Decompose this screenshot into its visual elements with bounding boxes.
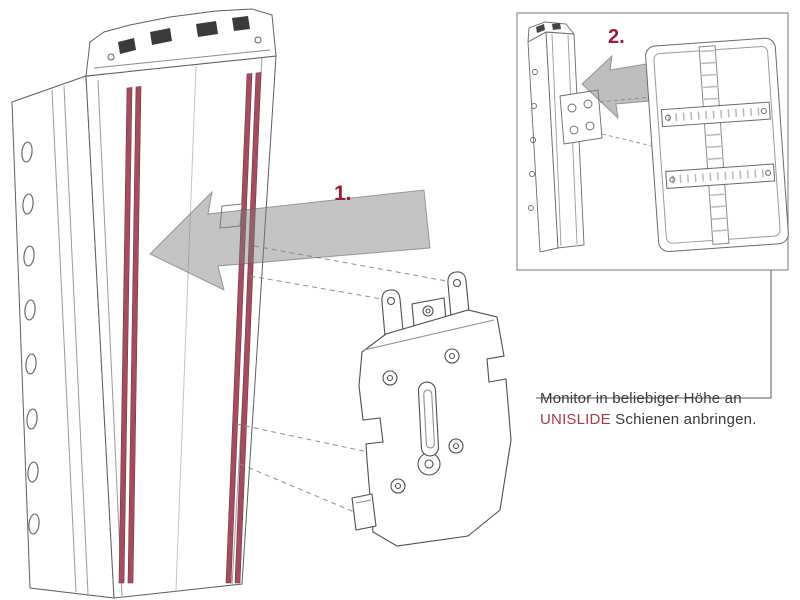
- unislide-rail-stripes: [118, 72, 262, 584]
- caption-brand: UNISLIDE: [540, 411, 611, 428]
- plate-right-hook: [447, 271, 470, 317]
- caption-line1: Monitor in beliebiger Höhe an: [540, 390, 742, 407]
- column-slot-holes: [21, 141, 40, 535]
- mounting-plate-illustration: [351, 271, 512, 547]
- caption-line2: Schienen anbringen.: [610, 411, 757, 428]
- rail-slot-notch: [219, 203, 243, 229]
- column-top-section: [85, 8, 277, 77]
- monitor-lower-bar: [665, 163, 776, 189]
- main-rail-column-illustration: [11, 8, 277, 599]
- plate-left-hook: [381, 289, 404, 337]
- inset-bracket-illustration: [559, 89, 603, 145]
- plate-screw-holes: [382, 348, 464, 494]
- plate-keyhole-slot: [417, 381, 441, 476]
- caption-text: Monitor in beliebiger Höhe an UNISLIDE S…: [540, 388, 792, 430]
- step-2-label: 2.: [608, 26, 625, 48]
- caption-leader-line: [536, 270, 772, 399]
- step-1-label: 1.: [334, 182, 352, 205]
- inset-panel: [516, 12, 789, 271]
- plate-foot-tab: [351, 493, 377, 531]
- inset-monitor-illustration: [645, 37, 789, 252]
- alignment-dashed-lines: [235, 245, 453, 523]
- monitor-upper-bar: [660, 101, 771, 128]
- slide-in-arrow-icon: [149, 189, 431, 291]
